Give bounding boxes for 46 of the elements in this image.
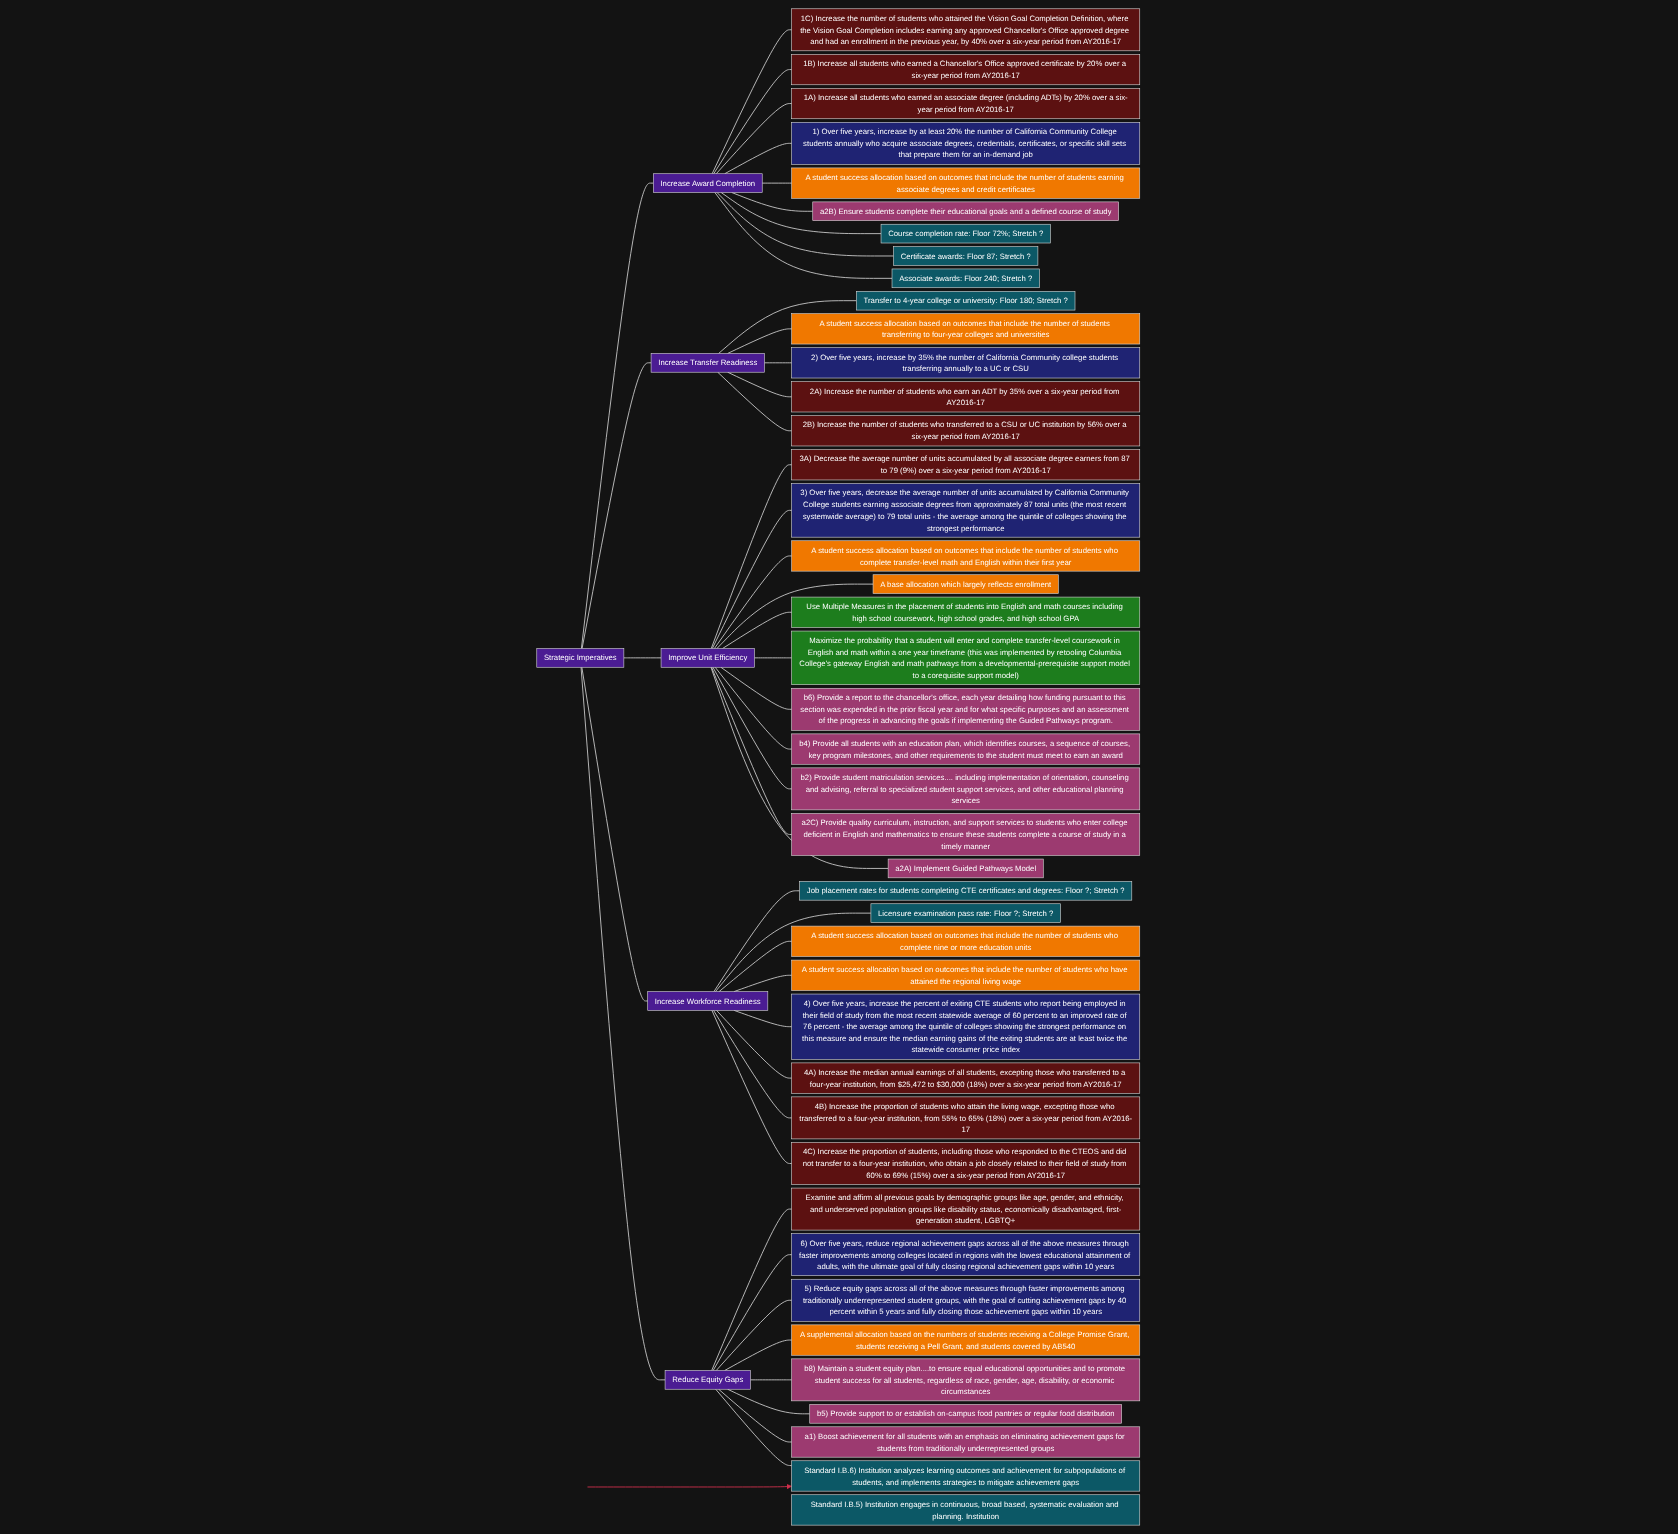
connector (719, 940, 793, 993)
connector (734, 974, 793, 993)
connector (715, 666, 793, 750)
connector (582, 666, 649, 1002)
connector (718, 300, 858, 354)
connector (727, 371, 793, 398)
connector (716, 1299, 793, 1371)
connector (711, 666, 890, 869)
connector (711, 666, 793, 835)
connector (715, 1388, 793, 1467)
connector (717, 192, 895, 257)
connector (717, 583, 875, 649)
connector (732, 192, 814, 212)
connector (582, 362, 653, 649)
connector (725, 1339, 793, 1371)
connector (716, 1009, 793, 1079)
connector (721, 192, 883, 235)
connector (754, 657, 793, 659)
connector (714, 69, 793, 175)
connector (750, 1379, 793, 1381)
connector (712, 1208, 793, 1371)
connector (717, 371, 793, 432)
connector (712, 509, 793, 649)
connector (713, 1254, 793, 1371)
connector (718, 1388, 793, 1443)
connector (713, 1009, 793, 1119)
connector (725, 142, 793, 175)
connector (714, 890, 801, 993)
connector (581, 182, 655, 649)
connector (712, 29, 793, 175)
connector (715, 912, 873, 993)
connector (714, 555, 793, 649)
connector (624, 657, 663, 659)
connector (762, 182, 793, 184)
connector (764, 362, 793, 364)
connector (722, 611, 793, 649)
connector (715, 192, 894, 279)
connector (721, 666, 793, 710)
connector (716, 103, 793, 175)
connector (711, 464, 793, 649)
connector (727, 1388, 811, 1415)
connector (713, 666, 793, 790)
connector (712, 1009, 793, 1164)
connector (581, 666, 667, 1381)
connector (734, 1009, 793, 1028)
connector (727, 328, 793, 354)
